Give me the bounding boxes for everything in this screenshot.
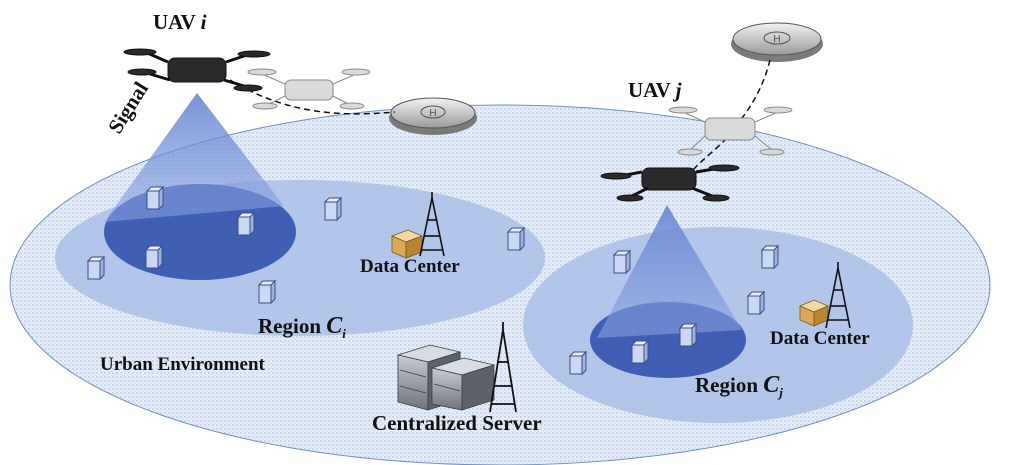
uav-i-prefix: UAV: [153, 10, 196, 34]
server-rack-icon: [396, 344, 496, 411]
building-icon: [746, 290, 766, 316]
building-icon: [236, 211, 256, 237]
region-cj-label: Region Cj: [695, 372, 783, 400]
building-icon: [678, 322, 698, 348]
data-center-i: [390, 192, 445, 259]
building-icon: [612, 249, 632, 275]
building-icon: [144, 244, 164, 270]
landing-pad-icon: H: [731, 22, 823, 62]
uav-i-var: i: [200, 10, 207, 34]
radio-tower-icon: [419, 192, 445, 257]
building-icon: [568, 350, 588, 376]
building-icon: [257, 279, 277, 305]
building-icon: [323, 196, 343, 222]
svg-text:H: H: [429, 108, 436, 119]
data-center-j-label: Data Center: [770, 328, 870, 349]
drone-icon: [668, 106, 793, 156]
svg-text:H: H: [773, 34, 780, 45]
drone-icon: [600, 164, 740, 202]
uav-j-label: UAV j: [628, 78, 682, 103]
uav-j-var: j: [675, 78, 682, 102]
centralized-server: [396, 322, 517, 413]
uav-j-prefix: UAV: [628, 78, 671, 102]
region-ci-label: Region Ci: [258, 313, 346, 341]
radio-tower-icon: [825, 262, 851, 329]
signal-beam-j: [597, 205, 742, 338]
data-center-j: [798, 262, 851, 329]
landing-pad-icon: H: [389, 97, 477, 135]
drone-icon: [247, 68, 371, 110]
data-center-box-icon: [798, 299, 830, 327]
region-cj-sub: j: [779, 384, 783, 400]
data-center-box-icon: [390, 229, 424, 259]
building-icon: [630, 339, 650, 365]
building-icon: [145, 185, 165, 211]
region-ci-var: C: [326, 313, 343, 339]
radio-tower-icon: [489, 322, 517, 413]
region-cj-prefix: Region: [695, 373, 758, 397]
centralized-server-label: Centralized Server: [372, 411, 542, 435]
building-icon: [86, 255, 106, 281]
uav-i-label: UAV i: [153, 10, 207, 35]
drone-icon: [123, 48, 271, 92]
building-icon: [760, 244, 780, 270]
buildings: [86, 185, 780, 376]
region-ci-prefix: Region: [258, 314, 321, 338]
building-icon: [506, 226, 526, 252]
urban-environment-label: Urban Environment: [100, 354, 265, 375]
data-center-i-label: Data Center: [360, 256, 460, 277]
region-cj-var: C: [763, 372, 780, 398]
region-ci-sub: i: [342, 325, 346, 341]
